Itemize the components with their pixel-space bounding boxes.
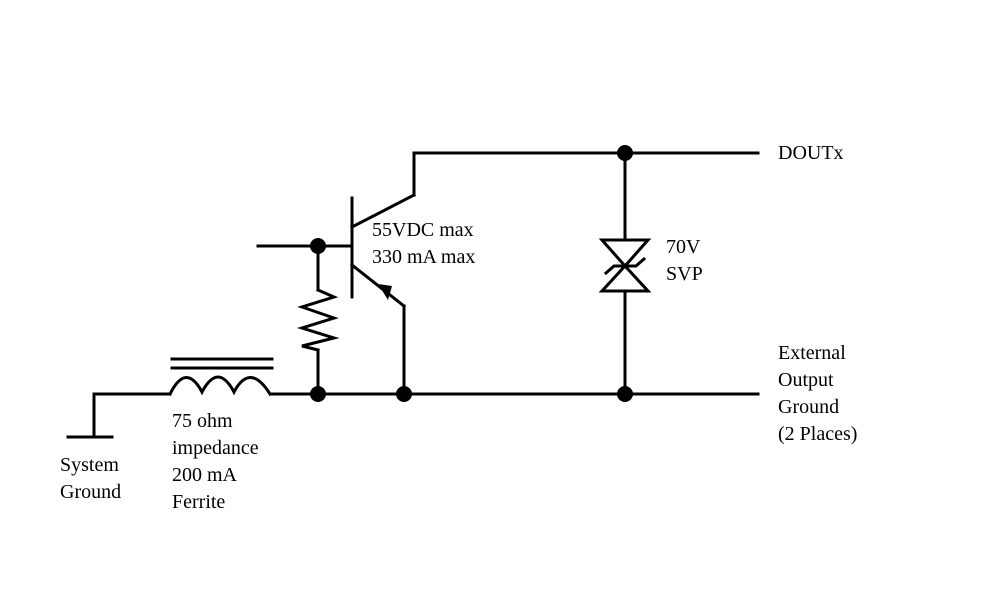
junction-dot	[617, 386, 633, 402]
external-ground-label: External Output Ground (2 Places)	[778, 342, 858, 445]
ferrite-icon	[167, 357, 274, 397]
system-ground-label: System Ground	[60, 454, 122, 503]
tvs-diode-icon	[598, 151, 652, 396]
transistor-rating-label: 55VDC max 330 mA max	[372, 219, 476, 268]
junction-dot	[617, 145, 633, 161]
junction-dot	[396, 386, 412, 402]
junction-dot	[310, 386, 326, 402]
output-label: DOUTx	[778, 142, 844, 164]
junction-dot	[310, 238, 326, 254]
ferrite-label: 75 ohm impedance 200 mA Ferrite	[172, 410, 259, 513]
transistor-icon	[349, 151, 417, 396]
resistor-icon	[296, 244, 340, 396]
system-ground-icon	[66, 392, 172, 439]
suppressor-label: 70V SVP	[666, 236, 703, 285]
